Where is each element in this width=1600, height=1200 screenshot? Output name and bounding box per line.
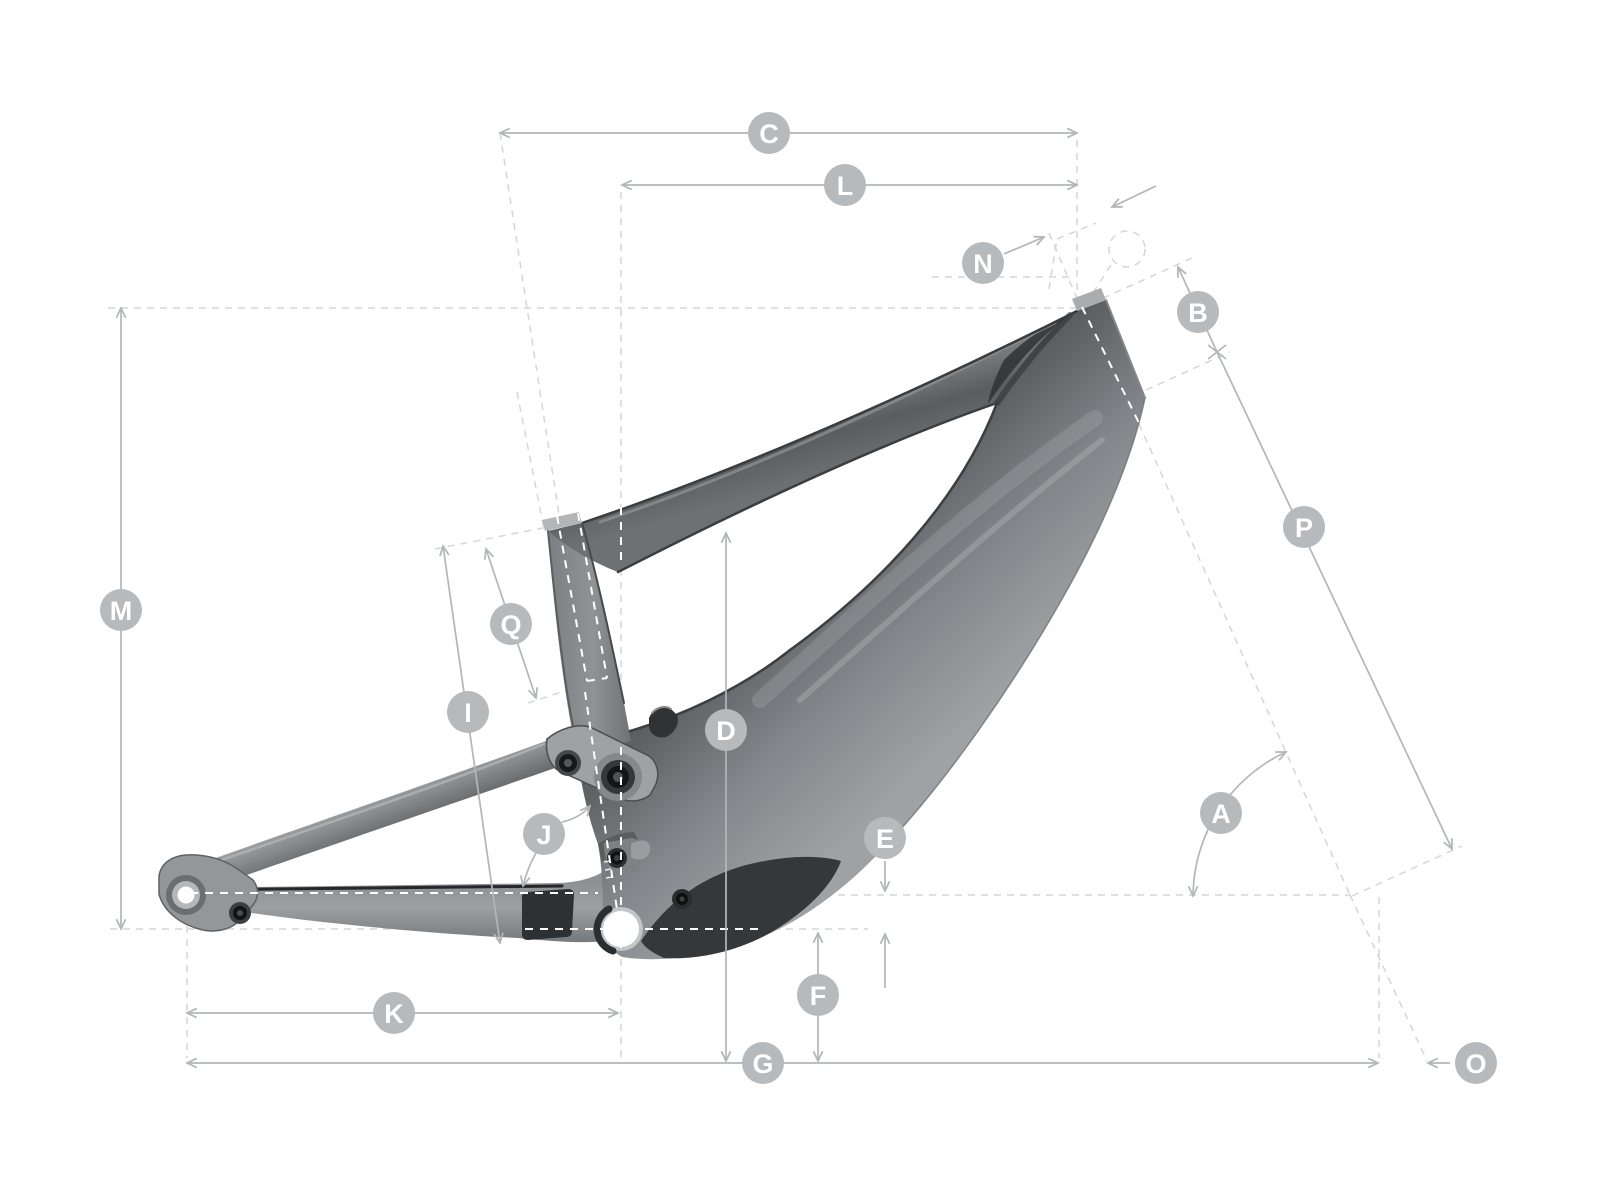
chainstay-pivot-bolt [229,902,251,924]
seatstay [193,741,561,889]
derailleur-mount [603,838,651,879]
seat-axis-extension-line [499,132,561,522]
dim-n-arrow [1003,237,1044,255]
stem-outline-front [1088,264,1112,300]
svg-text:J: J [536,820,551,850]
label-a: A [1200,792,1242,834]
svg-text:G: G [752,1049,773,1079]
dim-j-arrow-axle [523,852,537,886]
chainstay-protector [521,889,574,940]
frame-vent-decal [649,706,678,738]
steerer-dash [1081,306,1140,424]
svg-text:L: L [837,171,854,201]
seat-rear-edge-extension [516,391,545,530]
label-q: Q [490,603,532,645]
down-tube [577,300,1145,960]
label-i: I [447,691,489,733]
dim-j-arrow-pivot [561,806,590,823]
seatpost-dash-bottom [586,677,608,682]
handlebar-clamp-circle [1108,230,1146,268]
label-k: K [373,992,415,1034]
steering-axis-upper [1048,232,1080,304]
seattube-top-extension [434,526,549,550]
dim-i [443,546,500,943]
fork-axle-extension [1351,845,1463,897]
steering-axis-ground [1349,894,1428,1062]
label-d: D [705,709,747,751]
label-m: M [100,589,142,631]
svg-text:K: K [384,999,404,1029]
overlay-dashes [190,306,1140,948]
link-pivot-small [555,750,581,776]
svg-text:P: P [1295,513,1313,543]
seatpost-dash-right [577,512,608,679]
svg-text:B: B [1188,298,1208,328]
svg-text:F: F [810,981,827,1011]
label-l: L [824,164,866,206]
rear-axle [166,875,206,915]
label-c: C [748,112,790,154]
frame-shading [547,299,1146,862]
seatpost-dash-left [556,515,588,682]
svg-text:O: O [1465,1049,1486,1079]
svg-text:E: E [876,824,894,854]
dimension-labels: C L N B M P Q I D A J E F K G O [100,112,1497,1084]
svg-text:C: C [759,119,779,149]
label-b: B [1177,291,1219,333]
downtube-guard [641,856,841,959]
label-e: E [864,817,906,859]
head-tube-top-face [1072,288,1106,311]
seat-tube-top-face [542,512,582,531]
label-p: P [1283,506,1325,548]
vent-highlight [651,705,672,714]
head-bottom-extension [1145,351,1231,391]
bike-frame [158,288,1146,960]
stem-pointer-arrow [1112,185,1157,207]
frame-bolt [672,889,692,909]
label-f: F [797,974,839,1016]
svg-text:M: M [110,596,133,626]
svg-text:I: I [464,698,472,728]
label-g: G [742,1042,784,1084]
svg-text:N: N [973,249,993,279]
label-j: J [523,813,565,855]
main-pivot [594,753,642,801]
dim-bp-tick-2 [1207,344,1227,360]
label-n: N [962,242,1004,284]
dim-p [1216,351,1452,849]
stem-outline-rear [1048,238,1058,290]
label-o: O [1455,1042,1497,1084]
steering-axis-mid [1138,423,1351,896]
svg-text:D: D [716,716,736,746]
svg-text:A: A [1211,799,1231,829]
svg-text:Q: Q [500,610,521,640]
